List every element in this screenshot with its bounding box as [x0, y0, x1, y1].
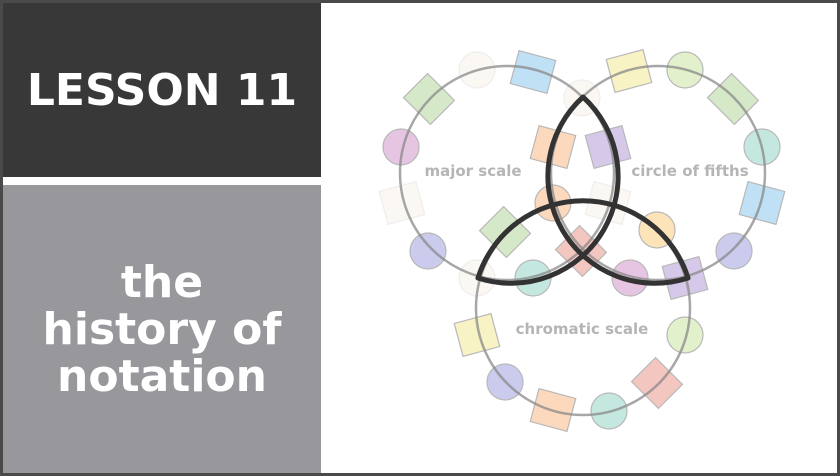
lesson-title-panel: the history of notation [3, 185, 321, 473]
decorative-notes [378, 48, 786, 433]
knot-arc-b [475, 94, 621, 286]
note-circle [715, 232, 753, 270]
lesson-number: LESSON 11 [26, 64, 298, 116]
major-scale-ring [398, 64, 616, 282]
triquetra-knot [475, 94, 691, 286]
note-square [453, 312, 501, 358]
label-circle-of-fifths: circle of fifths [631, 162, 748, 180]
knot-arc-c [475, 198, 691, 281]
title-line-1: the [120, 256, 204, 308]
title-line-3: notation [57, 350, 267, 402]
knot-arc-a [545, 94, 691, 286]
title-line-2: history of [42, 303, 282, 355]
label-chromatic-scale: chromatic scale [516, 320, 649, 338]
note-circle [409, 232, 447, 270]
label-major-scale: major scale [424, 162, 521, 180]
lesson-number-panel: LESSON 11 [3, 3, 321, 177]
note-square [378, 180, 426, 226]
note-square [509, 49, 557, 95]
note-circle [666, 316, 704, 354]
circle-of-fifths-ring [549, 64, 767, 282]
